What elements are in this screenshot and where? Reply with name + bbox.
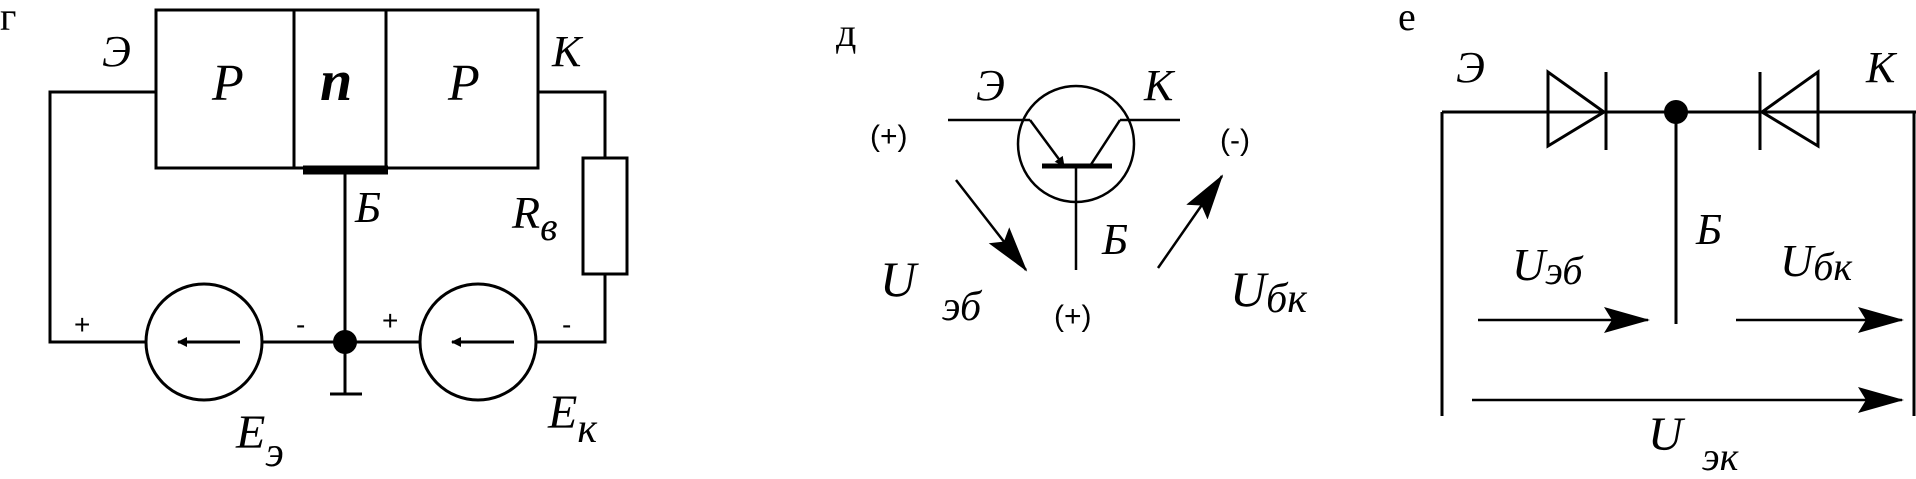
u-eb-arrow [955,179,1028,272]
u-bk-label-e: Uбк [1780,235,1852,289]
diode-bk-triangle [1759,69,1820,149]
minus-sign-2: - [562,309,571,340]
source-e-collector [418,282,538,402]
junction-dot [333,330,357,354]
collector-line [1088,119,1122,167]
source-e-emitter-label: Eэ [235,406,284,476]
u-bk-arrow [1156,174,1224,269]
collector-label-g: К [551,27,584,76]
emitter-label-d: Э [976,61,1005,110]
u-eb-main-d: U [880,251,919,307]
collector-wire [538,90,607,158]
u-ek-main-e: U [1648,408,1686,461]
base-label-g: Б [354,183,381,232]
resistor-rb [581,156,629,276]
collector-label-d: К [1143,61,1176,110]
diode-emitter-base [1546,69,1608,150]
region-p-left: P [211,55,244,112]
pnp-structure: P n P [154,8,540,175]
source-e-collector-label: Eк [547,386,597,452]
panel-d-letter: д [836,10,856,55]
resistor-label: Rв [511,187,557,249]
pnp-transistor-symbol [948,84,1180,270]
source-e-emitter [144,282,264,402]
panel-d: д Э К Б (+) (+) (-) U эб Uбк [836,10,1307,333]
u-eb-sub-d: эб [942,284,983,330]
panel-g: г P n P Э К Б Rв Eэ Eк + [0,0,629,476]
region-n: n [320,48,352,113]
emitter-label-g: Э [102,27,131,76]
panel-e-letter: е [1398,0,1416,39]
plus-sign-1: + [74,309,90,340]
base-label-e: Б [1695,205,1722,254]
minus-sign-1: - [296,309,305,340]
u-eb-label-e: Uэб [1512,239,1584,293]
polarity-plus-bottom: (+) [1054,300,1092,333]
emitter-wire [48,90,156,344]
u-ek-sub-e: эк [1702,434,1739,479]
region-p-right: P [447,55,480,112]
u-bk-label-d: Uбк [1230,261,1307,322]
resistor-wire [536,274,607,344]
panel-g-letter: г [0,0,16,39]
base-label-d: Б [1101,215,1128,264]
polarity-plus-left: (+) [870,120,908,153]
emitter-arrow [1028,119,1066,167]
emitter-label-e: Э [1456,43,1485,92]
diode-eb-triangle [1546,69,1607,149]
diode-collector-base [1758,69,1820,150]
panel-e: е Э К Б Uэб Uбк U эк [1398,0,1916,479]
plus-sign-2: + [382,305,398,336]
polarity-minus-right: (-) [1220,124,1250,157]
collector-label-e: К [1865,43,1898,92]
